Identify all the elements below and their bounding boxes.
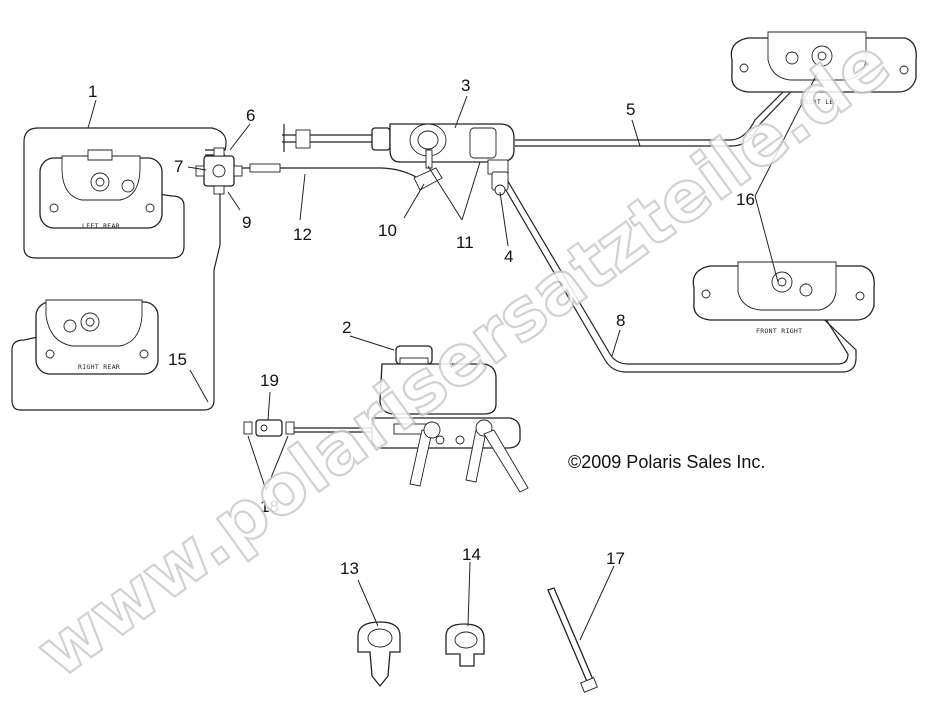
part-14-clip	[445, 623, 485, 667]
callout-5: 5	[626, 100, 635, 119]
callout-10: 10	[378, 221, 397, 240]
caliper-right-rear: RIGHT REAR	[35, 299, 159, 375]
callout-8: 8	[616, 311, 625, 330]
label-left-rear: LEFT REAR	[82, 222, 120, 230]
callout-19: 19	[260, 371, 279, 390]
caliper-front-right: FRONT RIGHT	[692, 261, 875, 335]
callout-11: 11	[456, 233, 474, 252]
callout-16: 16	[736, 190, 755, 209]
label-right-rear: RIGHT REAR	[78, 363, 120, 371]
brake-line-12	[240, 167, 419, 179]
caliper-left-rear: LEFT REAR	[39, 149, 163, 230]
callout-15: 15	[168, 350, 187, 369]
callout-14: 14	[462, 545, 481, 564]
callout-1: 1	[88, 82, 97, 101]
part-17-cable-tie	[547, 587, 598, 693]
callout-9: 9	[242, 213, 251, 232]
part-2-master-cylinder	[371, 345, 529, 493]
part-3-valve	[371, 123, 515, 175]
part-19-clevis	[243, 419, 295, 437]
callout-2: 2	[342, 318, 351, 337]
brake-line-15	[11, 190, 221, 411]
callout-4: 4	[504, 247, 513, 266]
copyright-text: ©2009 Polaris Sales Inc.	[568, 452, 765, 472]
leader-lines	[87, 71, 819, 641]
callout-18: 18	[260, 497, 279, 516]
label-front-left: FRONT LEFT	[800, 98, 842, 106]
brake-line-5	[515, 69, 806, 141]
caliper-front-left: FRONT LEFT	[730, 31, 917, 106]
callout-13: 13	[340, 559, 359, 578]
part-13-clamp	[357, 621, 401, 688]
brake-line-8	[499, 179, 857, 373]
callout-17: 17	[606, 549, 625, 568]
callout-6: 6	[246, 106, 255, 125]
part-7-tee-fitting	[195, 147, 243, 195]
brake-lines	[11, 69, 857, 433]
fittings	[413, 167, 509, 196]
callout-3: 3	[461, 76, 470, 95]
brake-line-1	[23, 127, 227, 259]
callout-7: 7	[174, 157, 183, 176]
label-front-right: FRONT RIGHT	[756, 327, 802, 335]
callouts: 1 2 3 4 5 6 7 8 9 10 11 12 13 14 15 16 1…	[88, 76, 755, 578]
callout-12: 12	[293, 225, 312, 244]
